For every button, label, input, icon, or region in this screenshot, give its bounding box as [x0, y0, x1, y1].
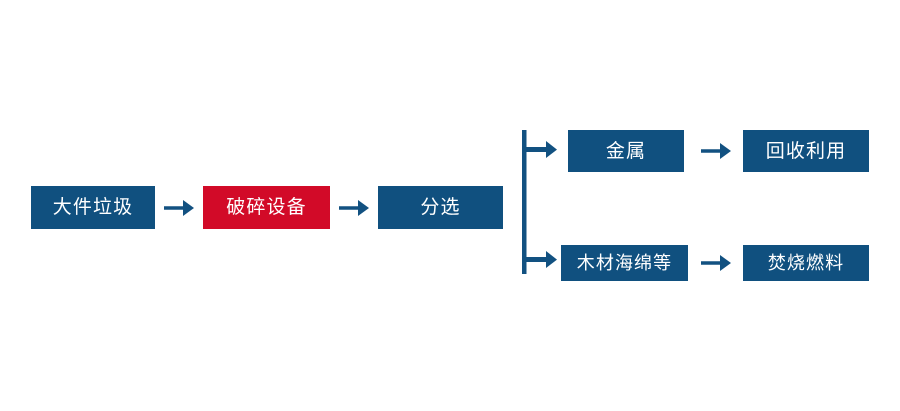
node-wood-sponge-etc-label: 木材海绵等: [576, 253, 673, 273]
node-crushing-equipment[interactable]: 破碎设备: [203, 186, 330, 229]
node-crushing-equipment-label: 破碎设备: [226, 197, 307, 218]
node-metal-label: 金属: [605, 140, 647, 162]
node-incineration-fuel[interactable]: 焚烧燃料: [743, 245, 869, 281]
arrow-right-icon-waste-to-crusher: [163, 195, 195, 221]
node-incineration-fuel-label: 焚烧燃料: [767, 253, 845, 273]
node-sorting[interactable]: 分选: [378, 186, 503, 229]
node-bulky-waste-label: 大件垃圾: [52, 197, 134, 218]
arrow-right-icon-metal-to-recycling: [700, 138, 732, 164]
node-metal[interactable]: 金属: [568, 130, 684, 172]
branch-fork-icon: [518, 124, 562, 280]
node-recycling[interactable]: 回收利用: [743, 130, 869, 172]
node-recycling-label: 回收利用: [765, 140, 847, 162]
arrow-right-icon-crusher-to-sorting: [338, 195, 370, 221]
node-wood-sponge-etc[interactable]: 木材海绵等: [561, 245, 688, 281]
arrow-right-icon-wood-to-fuel: [700, 250, 732, 276]
node-sorting-label: 分选: [420, 197, 461, 218]
node-bulky-waste[interactable]: 大件垃圾: [31, 186, 155, 229]
